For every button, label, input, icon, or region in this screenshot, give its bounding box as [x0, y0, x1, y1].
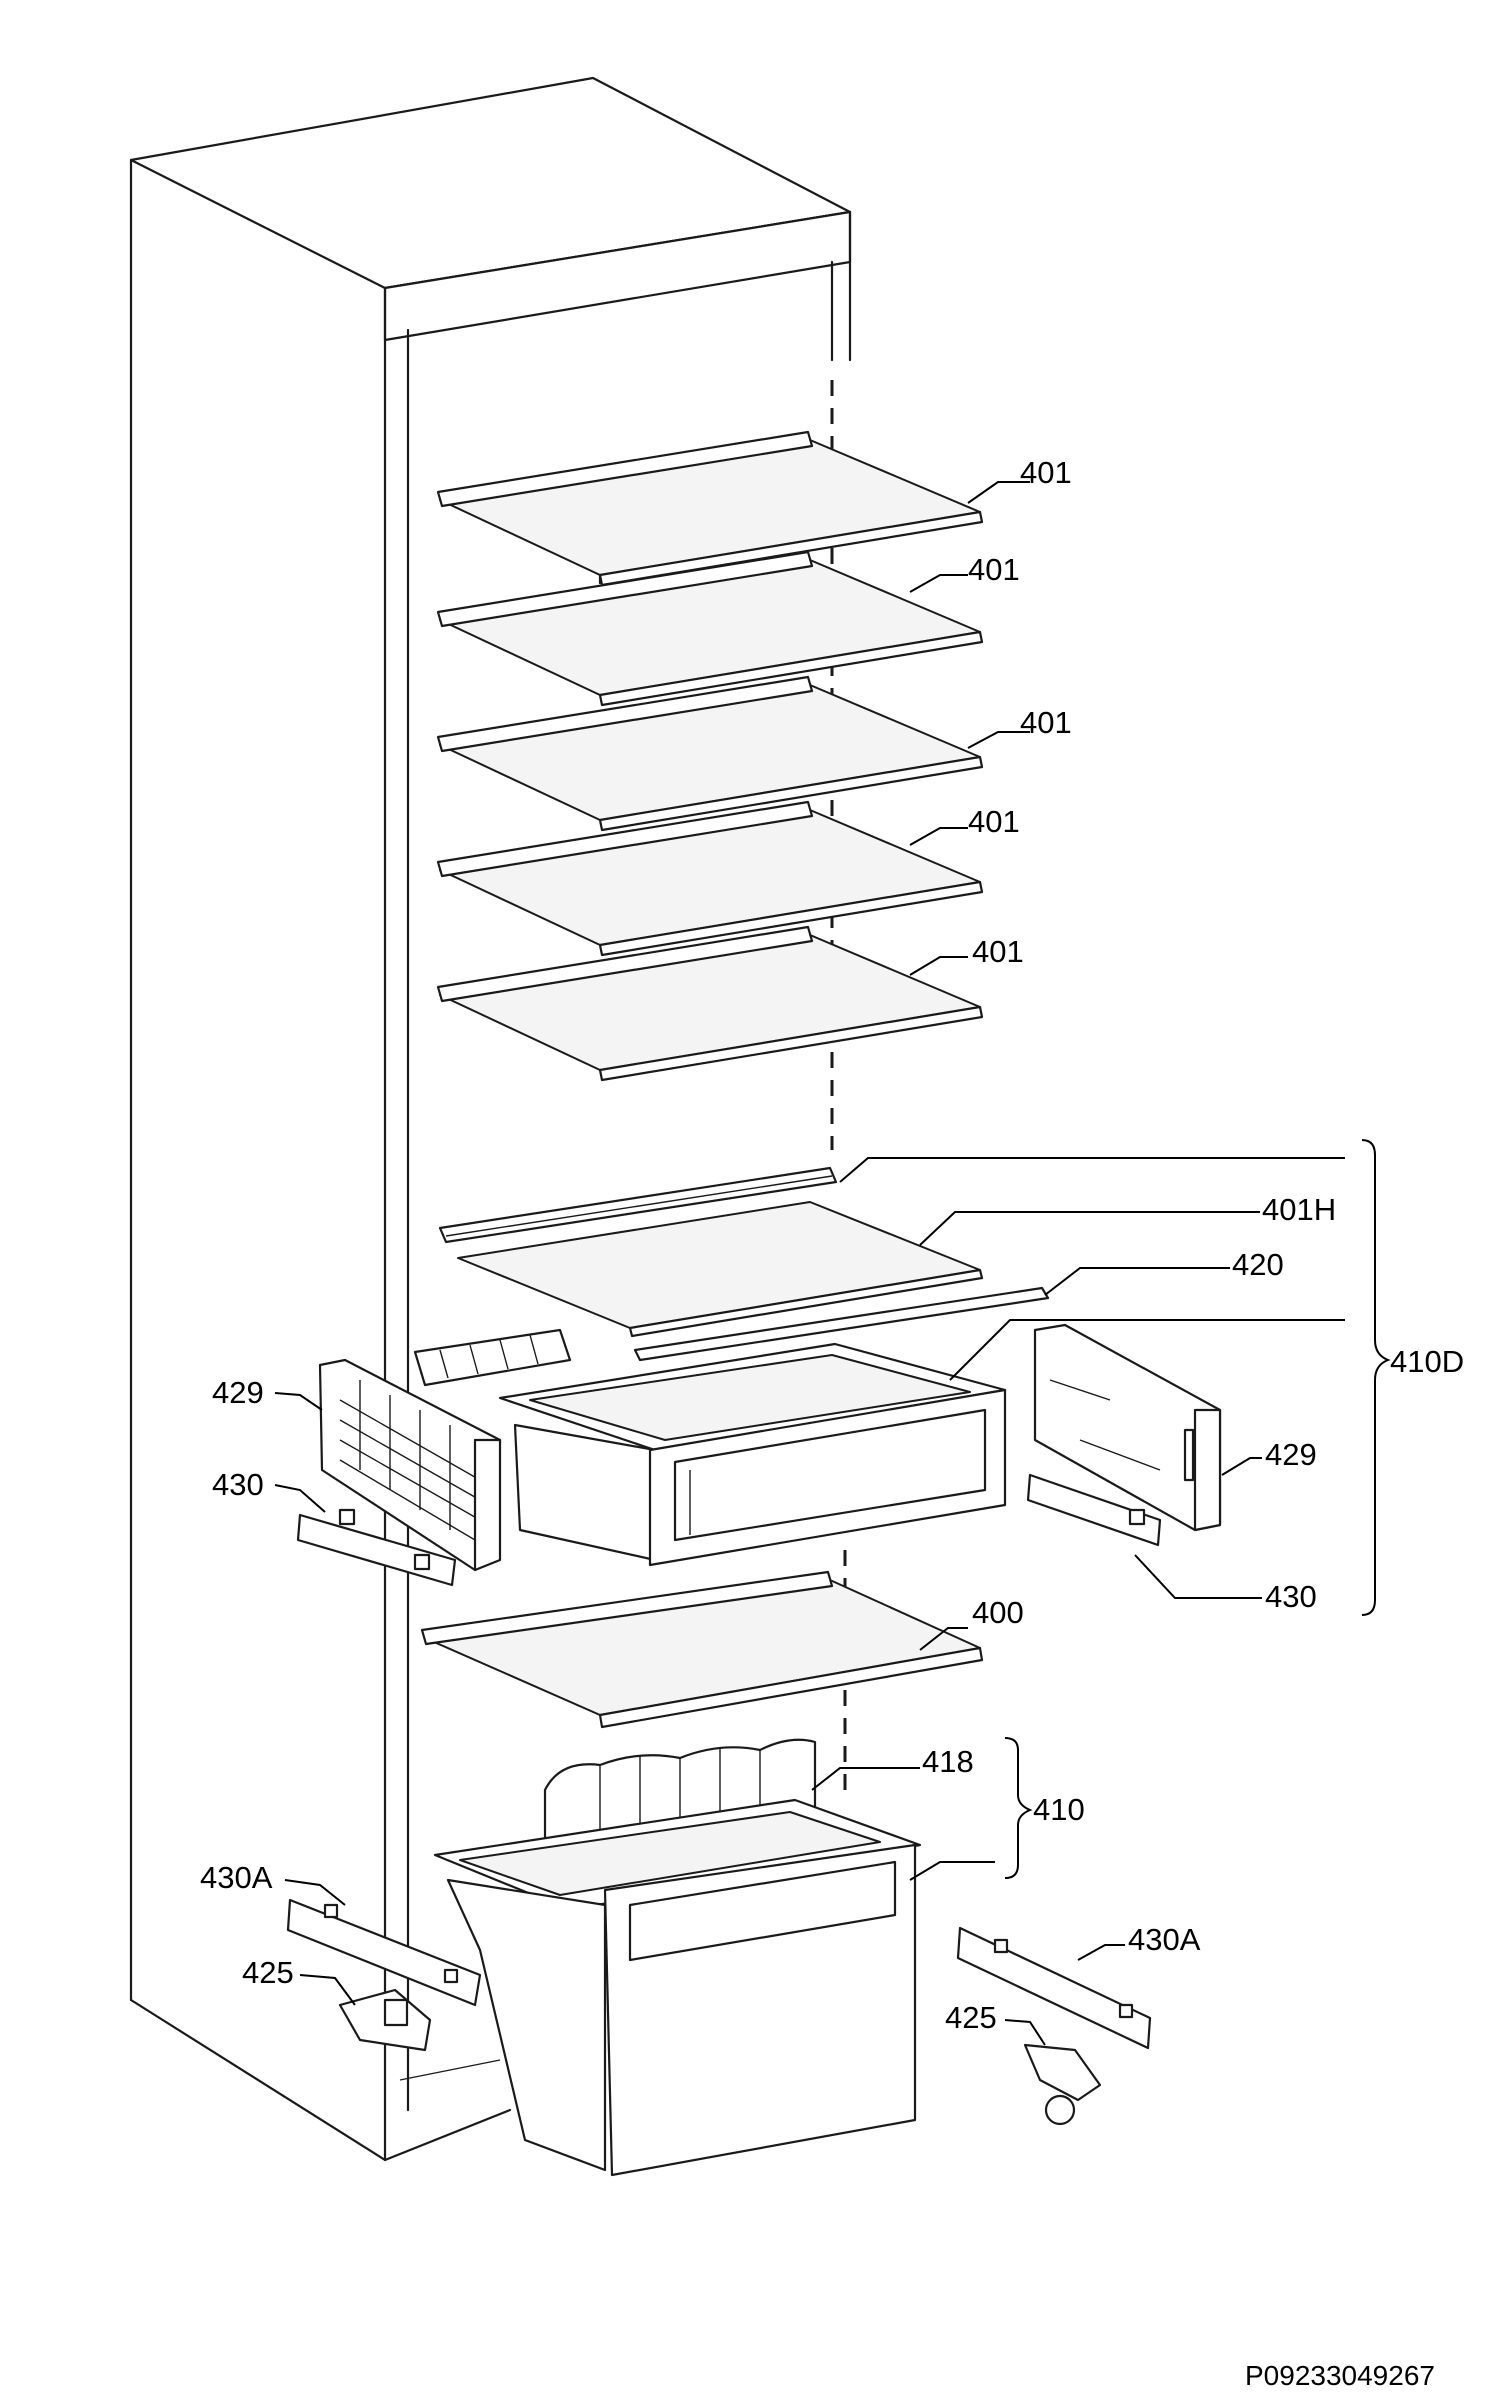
right-slide [956, 1926, 1152, 2050]
label-slide-left: 430A [200, 1860, 273, 1895]
glass-shelf-5 [436, 925, 984, 1082]
document-code: P09233049267 [1245, 2360, 1435, 2391]
glass-shelf-4 [436, 800, 984, 957]
freezer-drawer [433, 1798, 922, 2177]
right-rail [1026, 1473, 1162, 1547]
left-rail [296, 1508, 457, 1587]
glass-shelf-1 [436, 430, 984, 587]
label-shelf-5: 401 [972, 934, 1024, 969]
label-rail-right: 430 [1265, 1579, 1317, 1614]
right-catch [1023, 2043, 1102, 2126]
rear-grille [413, 1328, 572, 1387]
label-catch-right: 425 [945, 2000, 997, 2035]
leader-lines [274, 481, 1345, 2046]
crisper-rear-profile [438, 1166, 838, 1244]
crisper-drawer [498, 1342, 1007, 1567]
bracket-410 [1004, 1737, 1033, 1879]
crisper-glass-cover [457, 1201, 984, 1338]
cabinet-body [129, 76, 852, 2162]
crisper-front-strip [633, 1286, 1050, 1362]
label-shelf-2: 401 [968, 552, 1020, 587]
label-drawer-group: 410 [1033, 1792, 1085, 1827]
label-shelf-4: 401 [968, 804, 1020, 839]
label-slide-right: 430A [1128, 1922, 1201, 1957]
glass-shelf-2 [436, 550, 984, 707]
label-rail-left: 430 [212, 1467, 264, 1502]
label-glass-cover: 401H [1262, 1192, 1336, 1227]
bottom-shelf [420, 1570, 984, 1729]
label-crisper-group: 410D [1390, 1344, 1464, 1379]
label-catch-left: 425 [242, 1955, 294, 1990]
label-divider: 418 [922, 1744, 974, 1779]
glass-shelf-3 [436, 675, 984, 832]
left-end-cover [318, 1358, 502, 1572]
label-cover-left: 429 [212, 1375, 264, 1410]
label-bottom-shelf: 400 [972, 1595, 1024, 1630]
label-cover-right: 429 [1265, 1437, 1317, 1472]
label-shelf-1: 401 [1020, 455, 1072, 490]
bracket-410D [1361, 1139, 1391, 1616]
right-end-cover [1033, 1323, 1222, 1532]
left-slide [286, 1898, 482, 2007]
label-front-strip: 420 [1232, 1247, 1284, 1282]
label-shelf-3: 401 [1020, 705, 1072, 740]
part-labels: 401 401 401 401 401 401H 420 410D 429 42… [200, 455, 1464, 2035]
left-catch [338, 1988, 432, 2052]
